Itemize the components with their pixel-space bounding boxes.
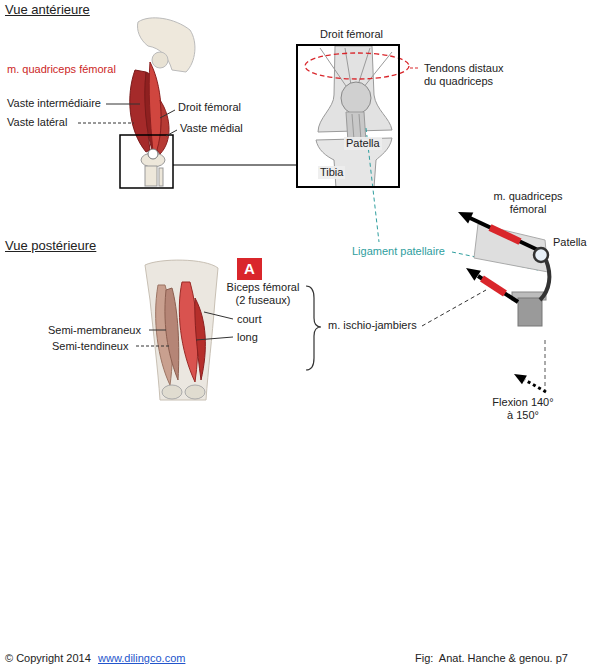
muscle-label: long <box>237 331 258 344</box>
muscle-label: Vaste intermédiaire <box>7 97 101 110</box>
knee-inset-drawing <box>316 46 392 186</box>
knee-inset-drawing <box>363 52 392 88</box>
muscle-label: Biceps fémoral (2 fuseaux) <box>222 281 304 307</box>
angle-label: Flexion 140° à 150° <box>492 396 554 422</box>
leader-line <box>422 290 486 326</box>
leader-line <box>166 130 177 136</box>
anterior-leg-drawing <box>152 52 168 68</box>
leader-line <box>410 68 420 69</box>
force-arrow <box>482 279 505 294</box>
anterior-leg-drawing <box>137 18 194 72</box>
leader-line <box>78 123 134 124</box>
inset-frame: Droit fémoralPatellaTibia <box>296 44 400 188</box>
ligament-label: Ligament patellaire <box>352 245 445 258</box>
group-brace <box>306 286 321 370</box>
flexion-angle <box>525 380 546 392</box>
muscle-label: Vaste médial <box>180 122 243 135</box>
vastus-medialis <box>157 100 169 154</box>
leader-line <box>204 312 233 319</box>
muscle-label: Droit fémoral <box>320 28 383 41</box>
zoom-frame <box>120 135 173 188</box>
knee-lever-drawing <box>474 224 548 272</box>
anterior-leg-drawing <box>159 168 163 186</box>
posterior-leg-drawing <box>185 385 205 399</box>
tendon-highlight <box>305 53 409 79</box>
flexion-angle <box>514 374 527 384</box>
muscle-group-label: m. ischio-jambiers <box>328 319 417 332</box>
muscle-label: Vaste latéral <box>7 116 67 129</box>
panel-letter: A <box>237 258 262 280</box>
view-heading: Vue antérieure <box>5 2 90 18</box>
figure-caption: Fig: Anat. Hanche & genou. p7 <box>415 652 568 665</box>
website-link: www.dilingco.com <box>98 652 185 665</box>
leader-line <box>136 312 233 346</box>
bone-label: Tibia <box>318 166 345 179</box>
patella-symbol <box>534 248 548 262</box>
knee-lever-drawing <box>518 298 542 326</box>
posterior-leg-drawing <box>145 260 218 400</box>
zoom-line <box>173 165 296 166</box>
leader-line <box>160 110 175 118</box>
copyright-note: © Copyright 2014 <box>5 652 91 665</box>
muscle-group-label: m. quadriceps fémoral <box>7 63 116 76</box>
force-label: m. quadriceps fémoral <box>486 190 570 216</box>
posterior-leg-drawing <box>162 385 182 399</box>
muscle-label: Droit fémoral <box>178 101 241 114</box>
view-heading: Vue postérieure <box>5 238 96 254</box>
muscle-label: Semi-membraneux <box>48 324 141 337</box>
force-arrow <box>490 228 520 242</box>
anterior-leg-drawing <box>145 166 157 186</box>
knee-lever-drawing <box>540 260 549 300</box>
knee-inset-drawing <box>341 82 371 114</box>
force-arrow <box>458 212 473 223</box>
muscle-label: Semi-tendineux <box>52 340 128 353</box>
knee-inset-drawing <box>316 138 392 186</box>
force-arrow <box>478 276 518 302</box>
posterior-leg-drawing <box>145 260 218 400</box>
leader-line <box>149 330 166 331</box>
force-arrow <box>470 218 538 250</box>
anterior-leg-drawing <box>120 18 296 188</box>
leader-line <box>196 337 233 340</box>
tendon-label: Tendons distaux du quadriceps <box>424 62 516 88</box>
force-arrow <box>466 268 481 281</box>
leader-line <box>136 346 170 347</box>
bone-label: Patella <box>553 236 587 249</box>
bone-label: Patella <box>344 137 382 150</box>
leader-line <box>106 104 140 105</box>
flexion-angle <box>514 340 546 392</box>
muscle-label: court <box>237 313 261 326</box>
panel-letter-text: A <box>237 258 262 280</box>
anterior-leg-drawing <box>148 149 158 159</box>
flexion-angle <box>545 340 546 390</box>
knee-lever-drawing <box>458 212 549 326</box>
semitendinosus <box>165 288 179 380</box>
